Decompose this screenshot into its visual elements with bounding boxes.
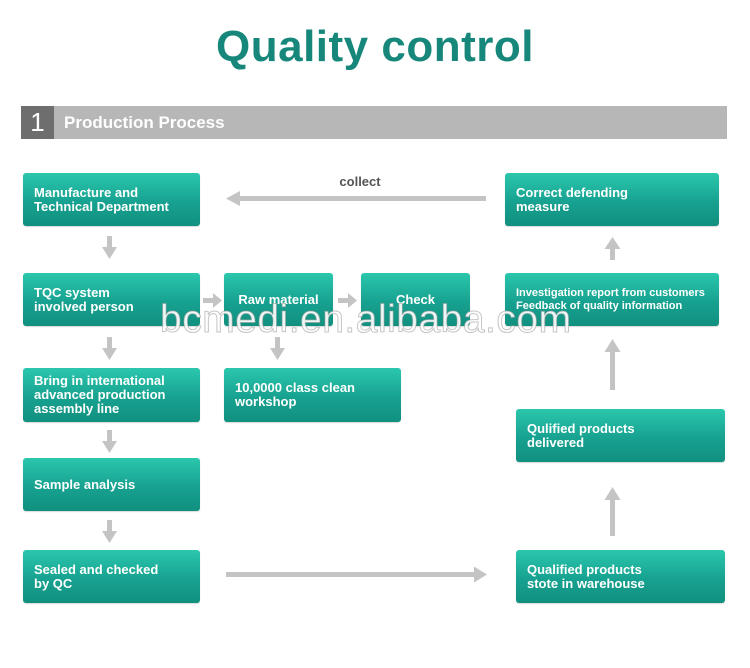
box-workshop-label: 10,0000 class clean workshop	[235, 380, 355, 409]
box-check-label: Check	[395, 291, 436, 307]
box-sealed: Sealed and checked by QC	[23, 550, 200, 603]
arrow-delivered-to-investigation	[604, 339, 621, 390]
arrow-tqc-to-bring	[102, 337, 117, 360]
box-qualified-stored-label: Qualified products stote in warehouse	[527, 561, 645, 591]
box-raw-material-label: Raw material	[238, 291, 319, 307]
arrow-stored-to-delivered	[604, 487, 621, 536]
arrow-raw-to-check	[338, 293, 357, 308]
box-tqc: TQC system involved person	[23, 273, 200, 326]
box-correct-measure-label: Correct defending measure	[516, 184, 628, 214]
box-sample: Sample analysis	[23, 458, 200, 511]
box-manufacture: Manufacture and Technical Department	[23, 173, 200, 226]
box-investigation: Investigation report from customers Feed…	[505, 273, 719, 326]
arrow-raw-to-workshop	[270, 337, 285, 360]
box-sealed-label: Sealed and checked by QC	[34, 561, 159, 591]
arrow-bring-to-sample	[102, 430, 117, 453]
section-number: 1	[21, 106, 54, 139]
box-raw-material: Raw material	[224, 273, 333, 326]
arrow-sample-to-sealed	[102, 520, 117, 543]
box-bring: Bring in international advanced producti…	[23, 368, 200, 422]
page-title: Quality control	[216, 22, 534, 71]
arrow-tqc-to-raw	[203, 293, 222, 308]
arrow-collect	[226, 191, 486, 206]
arrow-sealed-to-stored	[226, 566, 487, 583]
box-bring-label: Bring in international advanced producti…	[34, 373, 166, 416]
box-qualified-delivered-label: Qulified products delivered	[527, 420, 635, 450]
box-workshop: 10,0000 class clean workshop	[224, 368, 401, 422]
box-manufacture-label: Manufacture and Technical Department	[34, 184, 169, 214]
section-header: 1 Production Process	[21, 106, 727, 139]
arrow-manufacture-to-tqc	[102, 236, 117, 259]
box-tqc-label: TQC system involved person	[34, 284, 134, 314]
box-sample-label: Sample analysis	[34, 476, 136, 492]
box-investigation-label: Investigation report from customers Feed…	[516, 286, 705, 312]
box-qualified-delivered: Qulified products delivered	[516, 409, 725, 462]
arrow-investigation-to-correct	[604, 237, 621, 260]
box-correct-measure: Correct defending measure	[505, 173, 719, 226]
box-qualified-stored: Qualified products stote in warehouse	[516, 550, 725, 603]
collect-label: collect	[339, 174, 381, 189]
box-check: Check	[361, 273, 470, 326]
section-title: Production Process	[64, 113, 225, 132]
